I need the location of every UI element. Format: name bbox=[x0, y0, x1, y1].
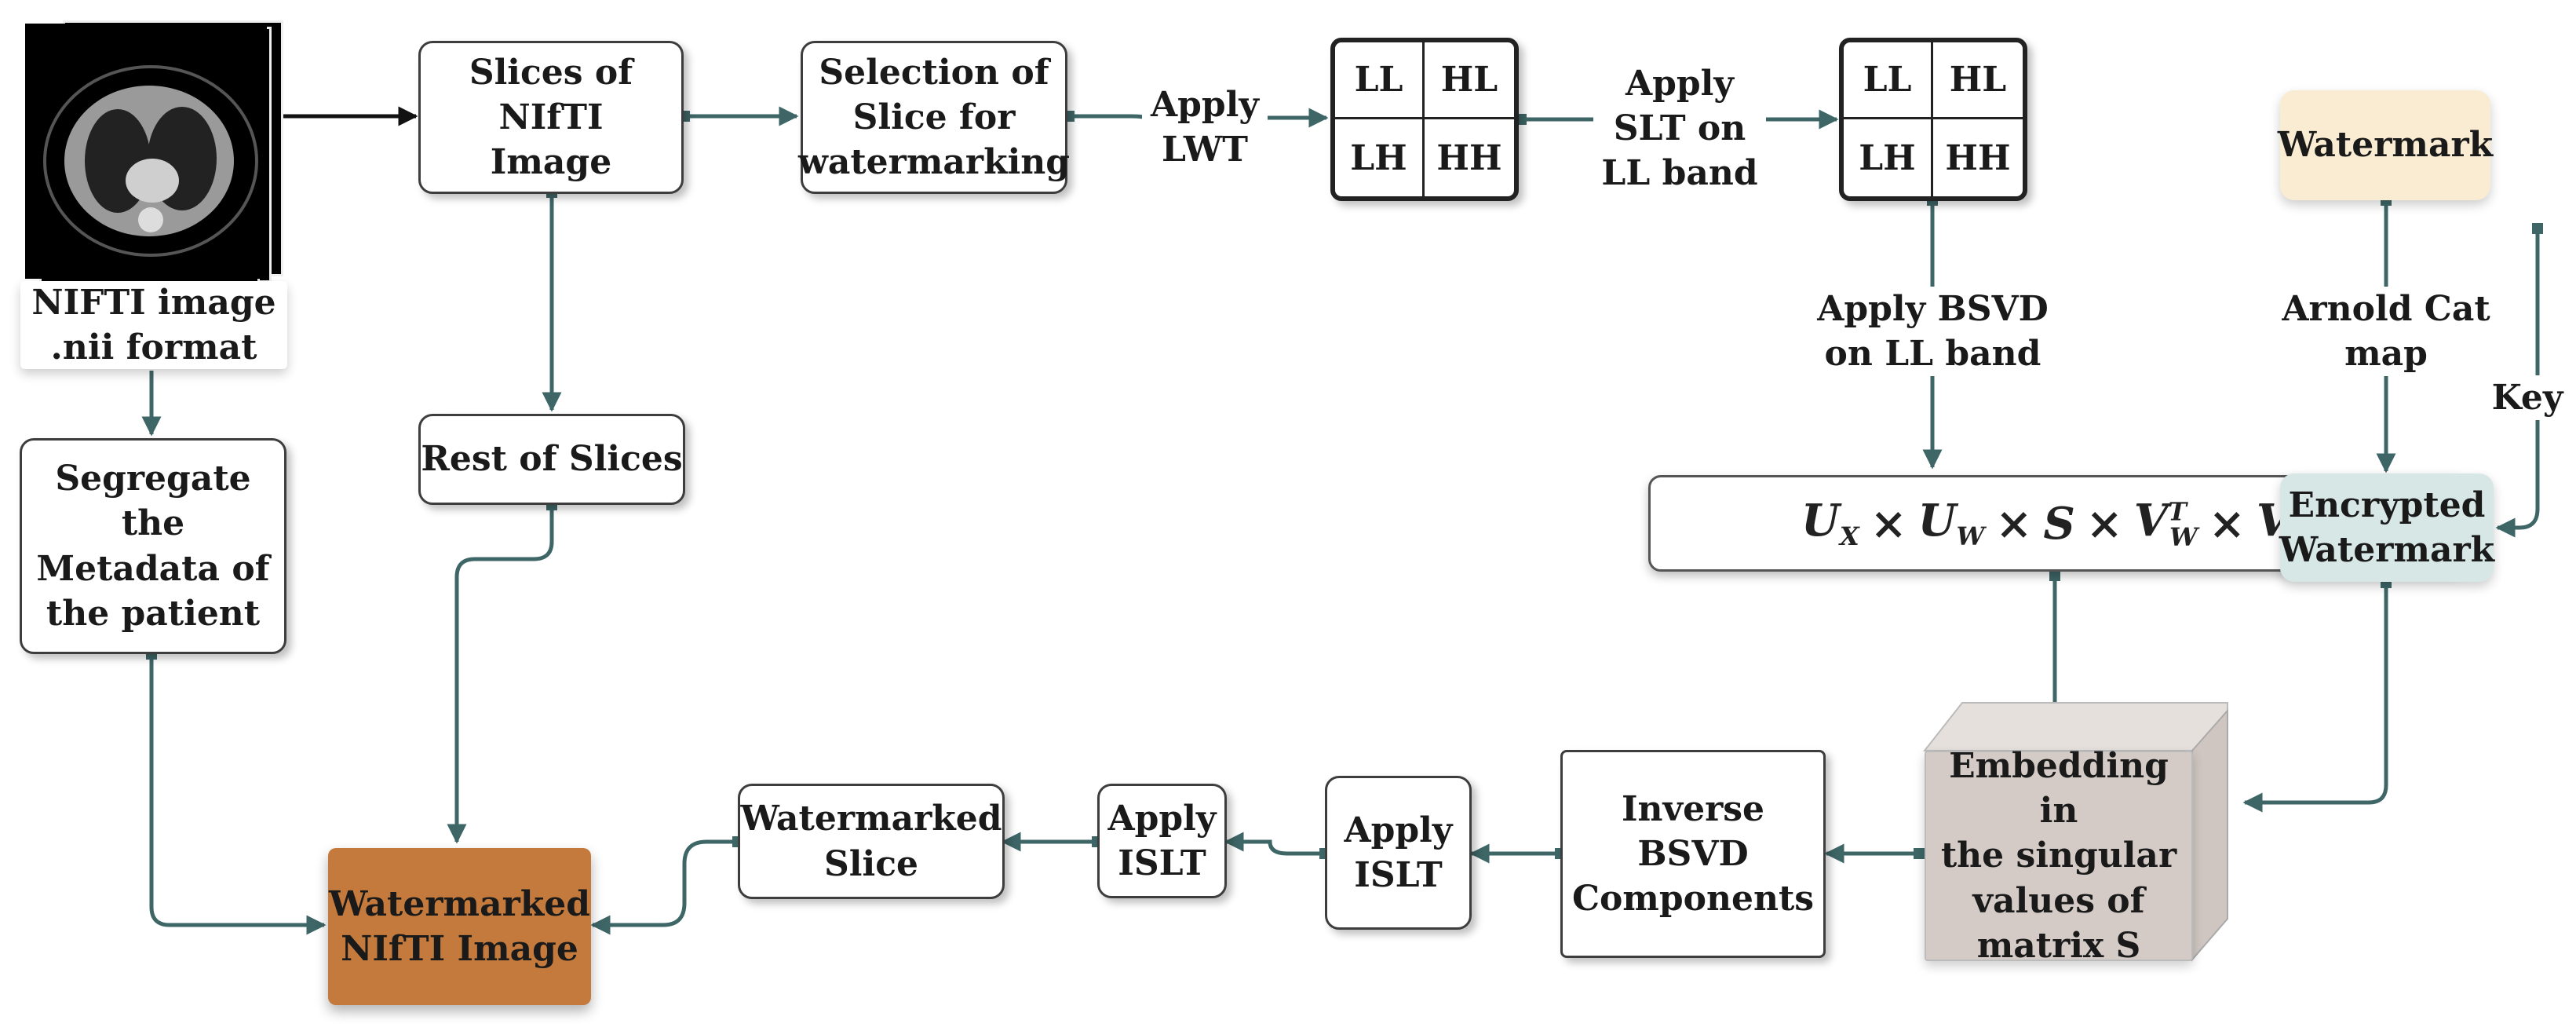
formula-s: S bbox=[2043, 497, 2075, 550]
segregate-line1: Segregate the bbox=[55, 459, 251, 544]
formula-times-4: × bbox=[2208, 497, 2246, 550]
arrow-segregate-to-output bbox=[149, 654, 327, 935]
slices-box-line1: Slices of NIfTI bbox=[469, 52, 633, 137]
wm-slice-line1: Watermarked bbox=[740, 799, 1002, 839]
apply-islt-box-2[interactable]: Apply ISLT bbox=[1325, 776, 1472, 930]
islt2-line1: Apply bbox=[1344, 810, 1453, 850]
arnold-cat-map-label: Arnold Cat map bbox=[2272, 287, 2500, 377]
wm-slice-line2: Slice bbox=[824, 843, 918, 884]
formula-uw: UW bbox=[1917, 495, 1985, 552]
watermarked-nifti-output-box[interactable]: Watermarked NIfTI Image bbox=[328, 848, 591, 1005]
nifti-caption-line2: .nii format bbox=[50, 327, 257, 367]
formula-times-3: × bbox=[2085, 497, 2123, 550]
arnold-line2: map bbox=[2344, 334, 2428, 375]
apply-slt-line3: LL band bbox=[1601, 153, 1758, 194]
apply-bsvd-line1: Apply BSVD bbox=[1817, 289, 2049, 329]
formula-times-1: × bbox=[1870, 497, 1907, 550]
encrypted-line2: Watermark bbox=[2279, 530, 2495, 570]
slt-band-grid: LL HL LH HH bbox=[1839, 38, 2027, 201]
selection-box-line2: Slice for bbox=[852, 97, 1016, 137]
band-lh: LH bbox=[1335, 119, 1425, 196]
band-hh-2: HH bbox=[1945, 137, 2011, 178]
apply-slt-line1: Apply bbox=[1626, 64, 1734, 104]
inverse-line2: BSVD bbox=[1637, 833, 1749, 874]
arrow-key-to-encrypted bbox=[2495, 228, 2540, 538]
nifti-caption-line1: NIFTI image bbox=[31, 282, 276, 323]
apply-lwt-label: Apply LWT bbox=[1142, 82, 1268, 173]
arrow-islt2-to-islt1 bbox=[1224, 832, 1325, 856]
output-line1: Watermarked bbox=[328, 883, 591, 924]
band-ll-2: LL bbox=[1844, 42, 1933, 119]
ct-scan-image bbox=[25, 24, 267, 279]
selection-box-line3: watermarking bbox=[797, 142, 1071, 183]
apply-slt-label: Apply SLT on LL band bbox=[1593, 61, 1766, 196]
band-hl-2: HL bbox=[1933, 42, 2023, 119]
apply-lwt-line1: Apply bbox=[1151, 85, 1259, 125]
embedding-line3: values of bbox=[1972, 880, 2145, 921]
selection-box-line1: Selection of bbox=[819, 52, 1049, 93]
output-line2: NIfTI Image bbox=[341, 929, 578, 969]
encrypted-line1: Encrypted bbox=[2288, 484, 2486, 525]
arrow-rest-to-output bbox=[447, 505, 554, 844]
apply-islt-box-1[interactable]: Apply ISLT bbox=[1097, 784, 1227, 898]
lung-ct-icon bbox=[25, 24, 267, 279]
band-lh-2: LH bbox=[1844, 119, 1933, 196]
arrow-encrypted-to-embedding bbox=[2242, 583, 2388, 813]
embedding-box[interactable]: Embedding in the singular values of matr… bbox=[1925, 746, 2193, 966]
slice-selection-box[interactable]: Selection of Slice for watermarking bbox=[797, 41, 1071, 194]
rest-of-slices-label: Rest of Slices bbox=[421, 439, 683, 480]
nifti-image-caption: NIFTI image .nii format bbox=[20, 281, 287, 369]
key-label: Key bbox=[2488, 375, 2567, 421]
arnold-line1: Arnold Cat bbox=[2282, 289, 2490, 329]
arrow-wmslice-to-output bbox=[590, 839, 738, 935]
islt1-line1: Apply bbox=[1107, 798, 1217, 839]
rest-of-slices-box[interactable]: Rest of Slices bbox=[418, 414, 685, 505]
watermark-box[interactable]: Watermark bbox=[2277, 90, 2494, 200]
inverse-bsvd-box[interactable]: Inverse BSVD Components bbox=[1560, 750, 1826, 958]
slices-box-line2: Image bbox=[490, 142, 612, 183]
band-hl: HL bbox=[1425, 42, 1514, 119]
apply-bsvd-line2: on LL band bbox=[1824, 334, 2041, 375]
apply-bsvd-label: Apply BSVD on LL band bbox=[1797, 287, 2068, 377]
apply-lwt-line2: LWT bbox=[1161, 130, 1249, 170]
band-ll: LL bbox=[1335, 42, 1425, 119]
watermark-label: Watermark bbox=[2277, 125, 2494, 166]
embedding-line1: Embedding in bbox=[1949, 746, 2169, 832]
segregate-metadata-box[interactable]: Segregate the Metadata of the patient bbox=[20, 438, 286, 654]
inverse-line1: Inverse bbox=[1621, 788, 1765, 829]
lwt-band-grid: LL HL LH HH bbox=[1330, 38, 1519, 201]
encrypted-watermark-box[interactable]: Encrypted Watermark bbox=[2279, 473, 2495, 582]
segregate-line2: Metadata of bbox=[36, 548, 270, 589]
formula-ux: UX bbox=[1801, 495, 1859, 552]
apply-slt-line2: SLT on bbox=[1613, 108, 1746, 149]
embedding-cube-depth bbox=[1922, 702, 2228, 962]
inverse-line3: Components bbox=[1571, 879, 1815, 919]
islt2-line2: ISLT bbox=[1354, 855, 1443, 895]
band-hh: HH bbox=[1436, 137, 1502, 178]
formula-vw-t: VTW bbox=[2133, 495, 2198, 552]
embedding-line2: the singular bbox=[1940, 835, 2177, 876]
slices-of-nifti-box[interactable]: Slices of NIfTI Image bbox=[418, 41, 684, 194]
segregate-line3: the patient bbox=[46, 593, 261, 634]
islt1-line2: ISLT bbox=[1118, 843, 1206, 883]
formula-times-2: × bbox=[1995, 497, 2033, 550]
embedding-line4: matrix S bbox=[1976, 925, 2141, 966]
watermarked-slice-box[interactable]: Watermarked Slice bbox=[738, 784, 1005, 899]
